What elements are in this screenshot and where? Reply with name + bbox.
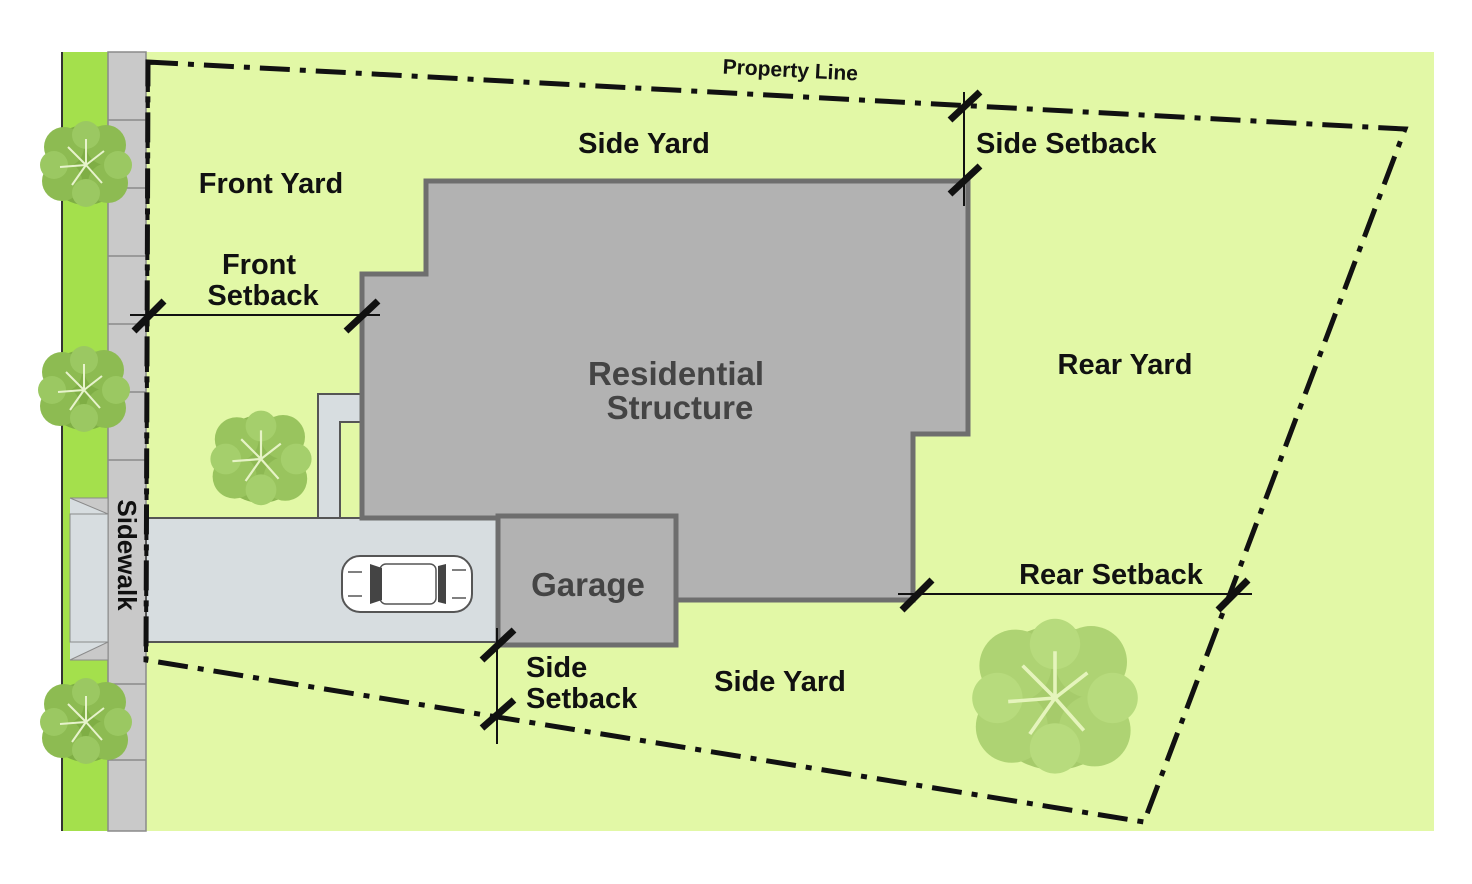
- front-yard-label: Front Yard: [199, 168, 344, 200]
- residential-structure-label-line2: Structure: [607, 389, 754, 426]
- rear-setback-label: Rear Setback: [1019, 559, 1204, 591]
- sidewalk-label: Sidewalk: [112, 499, 142, 611]
- side-setback-bottom-label-line2: Setback: [526, 683, 638, 715]
- side-yard-top-label: Side Yard: [578, 128, 710, 160]
- garage-label: Garage: [531, 566, 645, 603]
- rear-setback-dimension: [898, 577, 1252, 613]
- front-setback-label-line1: Front: [222, 249, 296, 281]
- side-setback-bottom-label-line1: Side: [526, 652, 587, 684]
- residential-structure-label-line1: Residential: [588, 355, 764, 392]
- tree-icon: [970, 616, 1140, 776]
- car-icon: [341, 555, 473, 613]
- tree-icon: [37, 345, 131, 433]
- tree-icon: [39, 120, 133, 208]
- side-setback-top-dimension: [947, 89, 983, 206]
- garage: [495, 513, 679, 648]
- side-setback-top-label: Side Setback: [976, 128, 1157, 160]
- side-setback-bottom-dimension: [479, 627, 517, 744]
- side-yard-bottom-label: Side Yard: [714, 666, 846, 698]
- front-setback-label-line2: Setback: [207, 280, 319, 312]
- tree-icon: [209, 409, 313, 507]
- rear-yard-label: Rear Yard: [1058, 349, 1193, 381]
- tree-icon: [39, 677, 133, 765]
- front-setback-dimension: [130, 298, 381, 334]
